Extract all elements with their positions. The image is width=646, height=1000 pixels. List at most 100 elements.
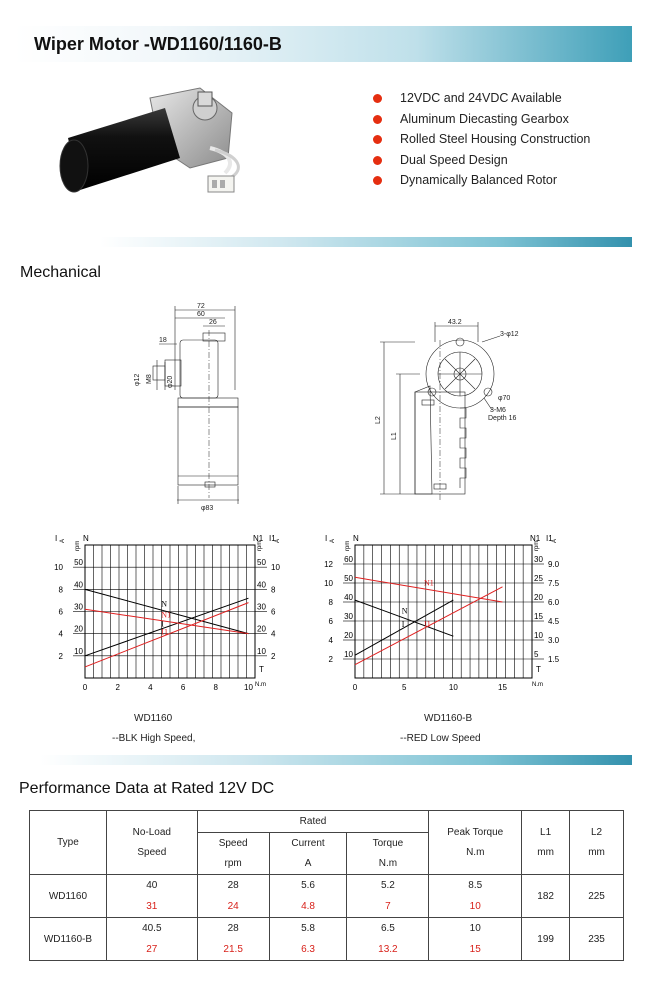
axis-unit-rpm: rpm	[75, 541, 81, 551]
cell-l2: 235	[569, 917, 624, 961]
y-tick-label-i1: 9.0	[548, 560, 560, 569]
bullet-icon	[373, 176, 382, 186]
cell-l2: 225	[569, 874, 624, 918]
series-label-n: N	[402, 607, 408, 616]
chart-legend-wd1160: --BLK High Speed,	[112, 733, 196, 744]
axis-unit-a: A	[60, 539, 66, 543]
y-tick-label-n: 20	[344, 631, 353, 640]
y-tick-label-n1: 30	[534, 555, 543, 564]
cell-value: 5.8	[268, 917, 348, 940]
axis-label-n: N	[353, 534, 359, 543]
mechanical-heading: Mechanical	[20, 264, 101, 281]
chart-wd1160-b: 2104206308401050126051.5103.0154.5206.02…	[324, 534, 560, 692]
motor-product-image	[59, 87, 240, 193]
side-dim-18: 18	[159, 337, 167, 344]
axis-label-i: I	[55, 534, 57, 543]
y-tick-label-n: 40	[74, 580, 83, 589]
feature-item: Dual Speed Design	[373, 150, 590, 171]
front-dim-3-m6: 3-M6	[490, 407, 506, 414]
cell-value: 8.5	[428, 874, 523, 897]
axis-unit-rpm-right: rpm	[257, 541, 263, 551]
feature-list: 12VDC and 24VDC Available Aluminum Dieca…	[373, 88, 590, 191]
feature-item: Aluminum Diecasting Gearbox	[373, 109, 590, 130]
x-axis-label: T	[259, 665, 264, 674]
table-row: WD1160-B 40.5 28 5.8 6.5 10 199 235	[29, 917, 624, 961]
x-tick-label: 8	[214, 683, 219, 692]
y-tick-label-n1: 20	[257, 625, 266, 634]
side-dim-phi20: φ20	[167, 376, 174, 388]
cell-value: 40	[105, 874, 198, 897]
y-tick-label-i: 6	[59, 608, 64, 617]
series-line-n1	[84, 608, 249, 635]
x-tick-label: 0	[353, 683, 358, 692]
cell-value: 7	[346, 896, 430, 918]
y-tick-label-n1: 20	[534, 593, 543, 602]
y-tick-label-n: 30	[344, 612, 353, 621]
cell-l1: 182	[521, 874, 571, 918]
table-row: WD1160 40 28 5.6 5.2 8.5 182 225	[29, 874, 624, 918]
y-tick-label-n1: 5	[534, 650, 539, 659]
y-tick-label-i: 10	[54, 563, 63, 572]
cell-value: 5.2	[346, 874, 430, 897]
axis-unit-a: A	[330, 539, 336, 543]
divider	[100, 237, 632, 247]
side-dim-m8: M8	[146, 374, 153, 384]
y-tick-label-n: 40	[344, 593, 353, 602]
side-dim-72: 72	[197, 303, 205, 310]
y-tick-label-n: 10	[344, 650, 353, 659]
front-dim-depth16: Depth 16	[488, 415, 517, 422]
y-tick-label-i: 4	[59, 630, 64, 639]
y-tick-label-i: 8	[329, 598, 334, 607]
axis-unit-a-right: A	[552, 539, 558, 543]
series-label-i1: I1	[161, 628, 168, 637]
series-line-i	[84, 597, 249, 657]
cell-value: 31	[105, 896, 198, 918]
table-row: 27 21.5 6.3 13.2 15	[30, 939, 624, 961]
cell-value: 28	[196, 874, 270, 897]
series-label-i: I	[402, 620, 405, 629]
y-tick-label-i1: 2	[271, 652, 276, 661]
series-label-i1: I1	[424, 619, 431, 628]
x-tick-label: 6	[181, 683, 186, 692]
cell-value: 13.2	[346, 939, 430, 961]
side-dim-60: 60	[197, 311, 205, 318]
series-line-n	[354, 599, 454, 637]
y-tick-label-i1: 6	[271, 608, 276, 617]
y-tick-label-i1: 3.0	[548, 636, 560, 645]
axis-unit-rpm-right: rpm	[534, 541, 540, 551]
y-tick-label-i1: 10	[271, 563, 280, 572]
cell-value: 10	[428, 917, 523, 940]
axis-label-n1: N1	[530, 534, 541, 543]
header-torque: Torque	[346, 832, 430, 854]
y-tick-label-n: 20	[74, 625, 83, 634]
front-dim-43-2: 43.2	[448, 319, 462, 326]
header-type: Type	[29, 810, 107, 875]
y-tick-label-n: 30	[74, 603, 83, 612]
chart-caption-wd1160: WD1160	[134, 713, 173, 724]
cell-value: 21.5	[196, 939, 270, 961]
feature-item: Dynamically Balanced Rotor	[373, 170, 590, 191]
series-label-n1: N1	[161, 610, 171, 619]
header-speed: Speed	[196, 832, 270, 854]
bullet-icon	[373, 114, 382, 124]
y-tick-label-n1: 15	[534, 612, 543, 621]
axis-label-i: I	[325, 534, 327, 543]
axis-label-i1: I1	[546, 534, 553, 543]
cell-value: 5.6	[268, 874, 348, 897]
y-tick-label-n1: 40	[257, 580, 266, 589]
y-tick-label-i: 4	[329, 636, 334, 645]
side-dim-phi12: φ12	[134, 374, 141, 386]
front-dim-3-phi12: 3-φ12	[500, 331, 519, 338]
cell-value: 15	[428, 939, 523, 961]
y-tick-label-n: 10	[74, 647, 83, 656]
y-tick-label-n1: 25	[534, 574, 543, 583]
bullet-icon	[373, 155, 382, 165]
y-tick-label-i1: 4.5	[548, 617, 560, 626]
series-line-n	[84, 588, 249, 635]
side-view-drawing: 72 60 26 18 φ12 M8 φ20 φ83	[134, 303, 239, 512]
series-line-n1	[354, 576, 503, 603]
front-dim-l2: L2	[375, 416, 382, 424]
